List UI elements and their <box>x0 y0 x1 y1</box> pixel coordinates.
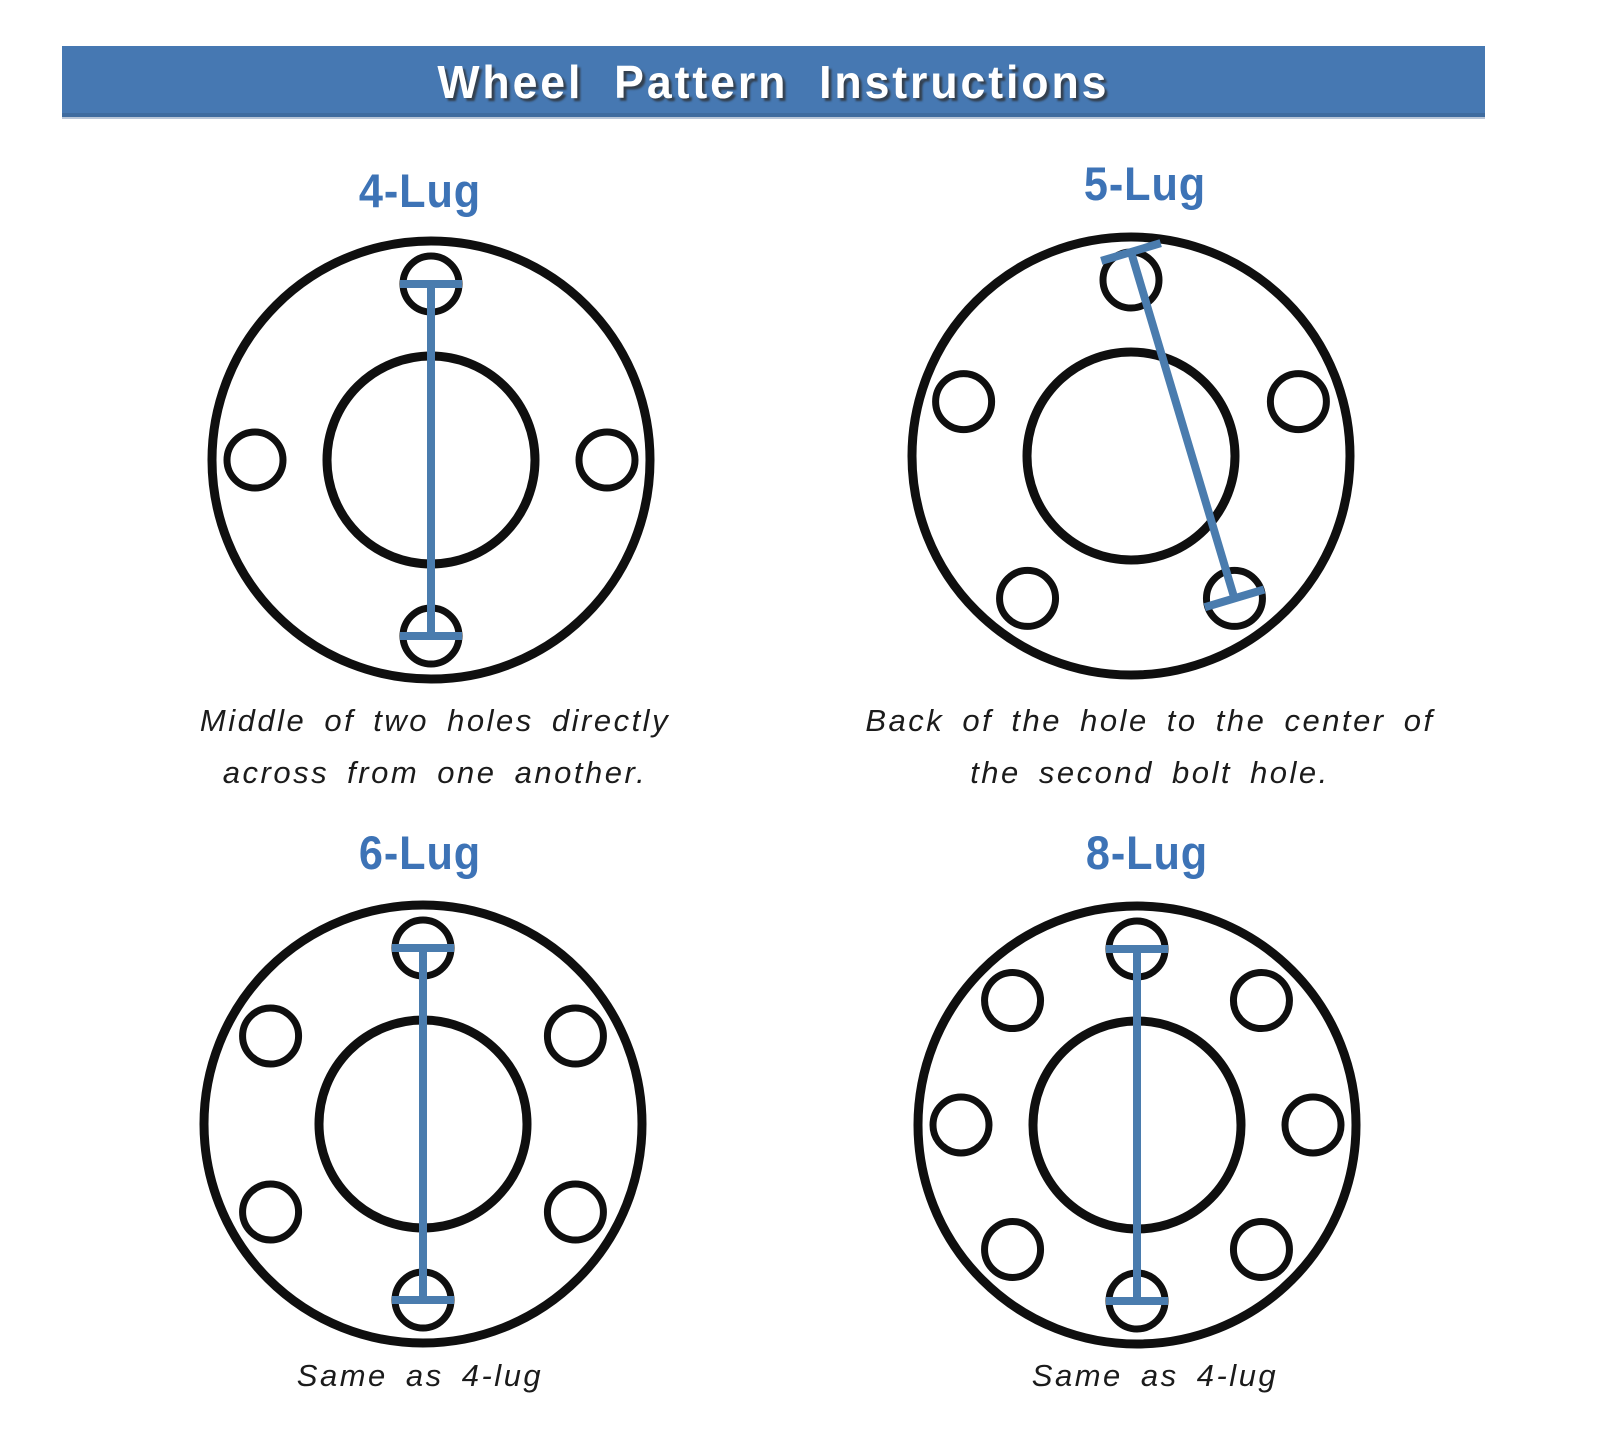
caption-8-lug: Same as 4-lug <box>945 1350 1365 1402</box>
caption-line: Back of the hole to the center of <box>865 703 1435 738</box>
wheel-8-lug-drawing <box>913 901 1361 1349</box>
wheel-diagram-5-lug <box>901 226 1361 686</box>
caption-line: the second bolt hole. <box>970 755 1330 790</box>
lug-label-4: 4-Lug <box>358 164 482 217</box>
wheel-5-lug-drawing <box>907 232 1355 680</box>
caption-line: Same as 4-lug <box>296 1358 544 1393</box>
lug-label-6: 6-Lug <box>358 826 482 879</box>
caption-6-lug: Same as 4-lug <box>210 1350 630 1402</box>
caption-line: Middle of two holes directly <box>199 703 671 738</box>
page-title: Wheel Pattern Instructions <box>437 55 1110 108</box>
title-banner: Wheel Pattern Instructions <box>62 46 1485 119</box>
wheel-diagram-8-lug <box>907 895 1367 1355</box>
wheel-4-lug-drawing <box>207 236 655 684</box>
caption-4-lug: Middle of two holes directly across from… <box>120 695 750 799</box>
lug-label-5: 5-Lug <box>1083 157 1207 210</box>
caption-line: across from one another. <box>222 755 648 790</box>
wheel-6-lug-drawing <box>199 900 647 1348</box>
wheel-diagram-6-lug <box>193 894 653 1354</box>
caption-line: Same as 4-lug <box>1031 1358 1279 1393</box>
caption-5-lug: Back of the hole to the center of the se… <box>815 695 1485 799</box>
wheel-diagram-4-lug <box>201 230 661 690</box>
lug-label-8: 8-Lug <box>1085 826 1209 879</box>
